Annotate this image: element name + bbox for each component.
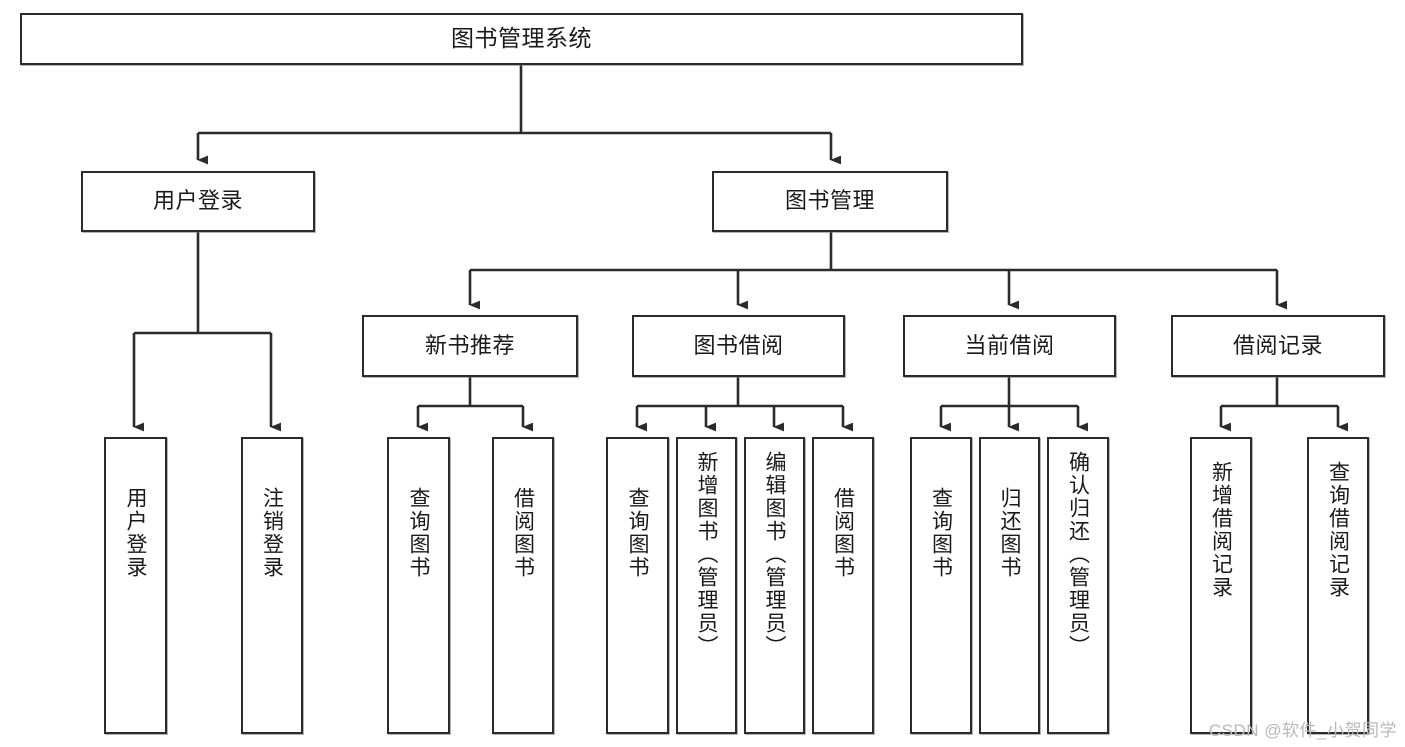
- node-label: 查询图书: [929, 487, 953, 579]
- node-label: 查询借阅记录: [1326, 461, 1350, 599]
- node-root-book-management-system[interactable]: 图书管理系统: [20, 13, 1023, 65]
- node-leaf-confirm-return-admin[interactable]: 确认归还（管理员）: [1047, 437, 1109, 734]
- node-label: 当前借阅: [964, 332, 1055, 358]
- node-label: 新书推荐: [424, 332, 515, 358]
- node-label: 借阅图书: [831, 487, 855, 579]
- node-label: 归还图书: [998, 487, 1021, 579]
- node-label: 注销登录: [260, 487, 284, 579]
- node-label: 图书管理: [784, 188, 875, 214]
- node-label: 编辑图书（管理员）: [763, 451, 786, 658]
- node-leaf-logout[interactable]: 注销登录: [241, 437, 303, 734]
- node-leaf-query-book-3[interactable]: 查询图书: [910, 437, 972, 734]
- node-leaf-add-book-admin[interactable]: 新增图书（管理员）: [676, 437, 737, 734]
- node-label: 用户登录: [152, 188, 243, 214]
- node-leaf-user-login[interactable]: 用户登录: [104, 437, 167, 734]
- node-leaf-query-borrow-record[interactable]: 查询借阅记录: [1307, 437, 1369, 734]
- node-label: 查询图书: [407, 487, 430, 579]
- node-leaf-add-borrow-record[interactable]: 新增借阅记录: [1190, 437, 1252, 734]
- node-leaf-borrow-book-1[interactable]: 借阅图书: [492, 437, 554, 734]
- node-book-management[interactable]: 图书管理: [712, 171, 948, 232]
- node-book-borrowing[interactable]: 图书借阅: [632, 315, 845, 377]
- node-label: 图书管理系统: [451, 25, 592, 52]
- node-label: 用户登录: [124, 487, 147, 579]
- node-leaf-edit-book-admin[interactable]: 编辑图书（管理员）: [744, 437, 805, 734]
- node-label: 借阅图书: [511, 487, 535, 579]
- node-user-login[interactable]: 用户登录: [81, 171, 315, 232]
- node-current-borrowing[interactable]: 当前借阅: [903, 315, 1116, 377]
- csdn-watermark: CSDN @软件_小贺同学: [1208, 721, 1397, 740]
- node-leaf-query-book-2[interactable]: 查询图书: [606, 437, 669, 734]
- node-new-book-recommendation[interactable]: 新书推荐: [362, 315, 578, 377]
- node-leaf-return-book[interactable]: 归还图书: [979, 437, 1040, 734]
- node-label: 确认归还（管理员）: [1066, 451, 1090, 658]
- node-label: 图书借阅: [693, 332, 784, 358]
- node-label: 新增借阅记录: [1209, 461, 1233, 599]
- node-leaf-query-book-1[interactable]: 查询图书: [387, 437, 450, 734]
- node-label: 查询图书: [626, 487, 649, 579]
- node-label: 借阅记录: [1232, 332, 1323, 358]
- node-borrowing-record[interactable]: 借阅记录: [1171, 315, 1385, 377]
- node-label: 新增图书（管理员）: [695, 451, 718, 658]
- node-leaf-borrow-book-2[interactable]: 借阅图书: [812, 437, 874, 734]
